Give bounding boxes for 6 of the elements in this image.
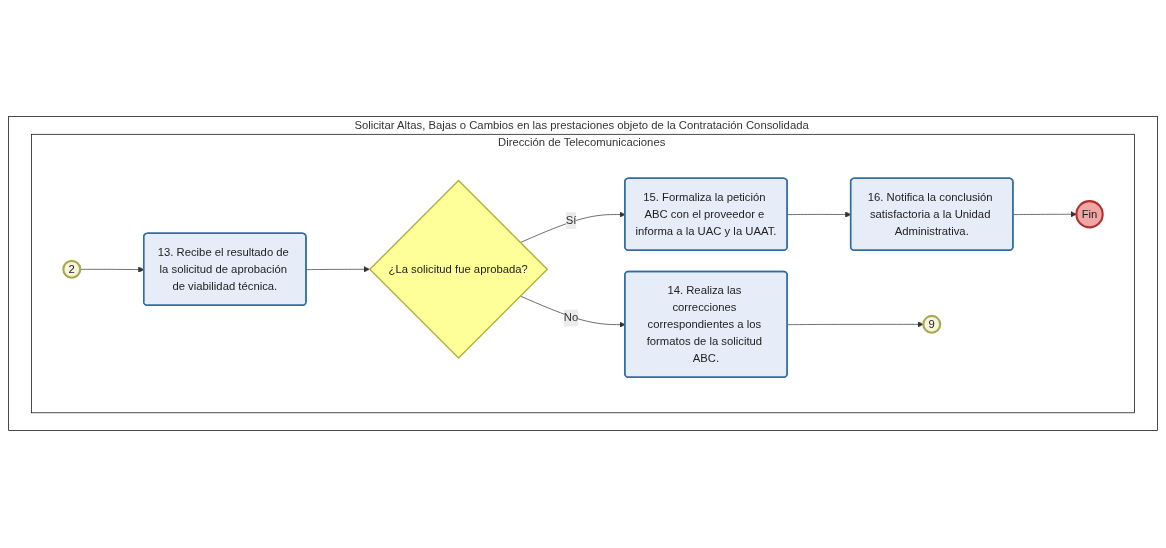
node-diamond: ¿La solicitud fue aprobada? [368,180,549,360]
edge-label: Sí [565,214,577,227]
edge-label: No [563,312,579,325]
node-circle: 2 [62,260,82,280]
node-circle: 9 [922,315,942,335]
node-circle: Fin [1075,200,1104,229]
